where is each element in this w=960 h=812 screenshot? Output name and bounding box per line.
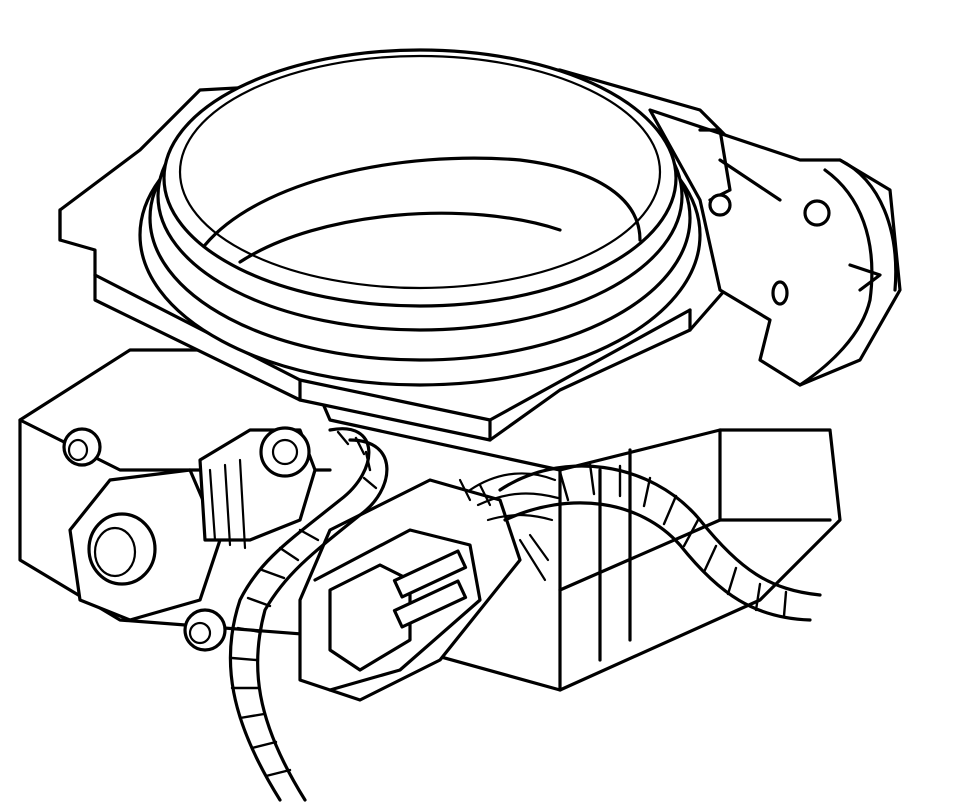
electrical-connector bbox=[298, 478, 522, 702]
wiring-harness bbox=[228, 427, 822, 802]
idle-air-port bbox=[62, 427, 227, 652]
sensor-stub-left bbox=[198, 426, 317, 550]
connector-leads bbox=[468, 472, 560, 582]
throttle-bore bbox=[138, 48, 702, 387]
throttle-lever bbox=[648, 108, 902, 387]
